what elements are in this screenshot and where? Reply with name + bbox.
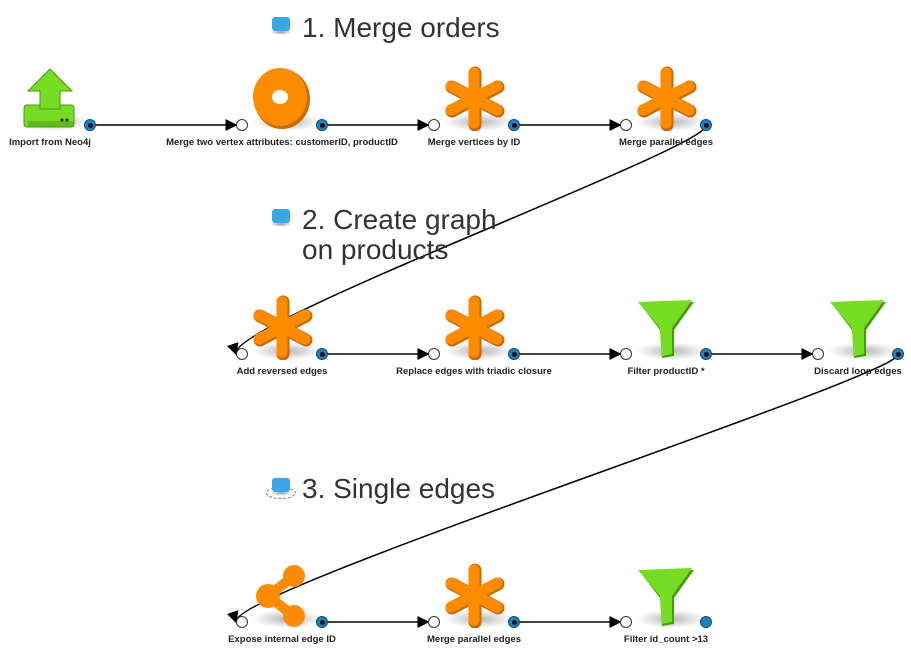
box-label: Filter id_count >13	[623, 634, 709, 645]
box-label: Merge parallel edges	[619, 137, 713, 148]
input-plug[interactable]	[428, 119, 440, 131]
comment-text: 3. Single edges	[302, 473, 496, 504]
asterisk-icon[interactable]	[442, 294, 506, 361]
box-label: Add reversed edges	[236, 366, 328, 377]
asterisk-icon[interactable]	[250, 294, 314, 361]
box-label: Import from Neo4j	[9, 137, 91, 148]
input-plug[interactable]	[236, 119, 248, 131]
box-label: Filter productID *	[627, 366, 705, 377]
input-plug[interactable]	[428, 348, 440, 360]
comment-text: 2. Create graph on products	[302, 204, 497, 265]
comment-icon-selected	[266, 478, 296, 499]
output-plug[interactable]	[892, 348, 904, 360]
box-label: Replace edges with triadic closure	[396, 366, 552, 377]
share-icon[interactable]	[250, 562, 314, 628]
comment-text: 1. Merge orders	[302, 12, 500, 43]
output-plug[interactable]	[508, 348, 520, 360]
comment-icon	[270, 209, 292, 227]
output-plug[interactable]	[508, 616, 520, 628]
upload-icon[interactable]	[18, 65, 82, 131]
comment-single-edges[interactable]: 3. Single edges	[266, 473, 496, 504]
filter-icon[interactable]	[634, 294, 698, 360]
box-label: Merge two vertex attributes: customerID,…	[166, 137, 398, 148]
input-plug[interactable]	[620, 348, 632, 360]
comment-icon	[270, 17, 292, 35]
output-plug[interactable]	[316, 348, 328, 360]
output-plug[interactable]	[700, 616, 712, 628]
output-plug[interactable]	[508, 119, 520, 131]
output-plug[interactable]	[700, 119, 712, 131]
input-plug[interactable]	[236, 616, 248, 628]
box-label: Expose internal edge ID	[228, 634, 336, 645]
input-plug[interactable]	[428, 616, 440, 628]
output-plug[interactable]	[84, 119, 96, 131]
input-plug[interactable]	[620, 616, 632, 628]
output-plug[interactable]	[316, 119, 328, 131]
comment-merge-orders[interactable]: 1. Merge orders	[270, 13, 500, 43]
filter-icon[interactable]	[634, 562, 698, 628]
input-plug[interactable]	[236, 348, 248, 360]
box-label: Merge parallel edges	[427, 634, 521, 645]
box-label: Discard loop edges	[814, 366, 902, 377]
input-plug[interactable]	[812, 348, 824, 360]
box-label: Merge vertices by ID	[427, 137, 521, 148]
filter-icon[interactable]	[826, 294, 890, 360]
asterisk-icon[interactable]	[442, 65, 506, 132]
ring-icon[interactable]	[250, 65, 314, 131]
asterisk-icon[interactable]	[442, 562, 506, 629]
output-plug[interactable]	[700, 348, 712, 360]
output-plug[interactable]	[316, 616, 328, 628]
comment-create-graph[interactable]: 2. Create graph on products	[270, 205, 530, 265]
asterisk-icon[interactable]	[634, 65, 698, 132]
input-plug[interactable]	[620, 119, 632, 131]
